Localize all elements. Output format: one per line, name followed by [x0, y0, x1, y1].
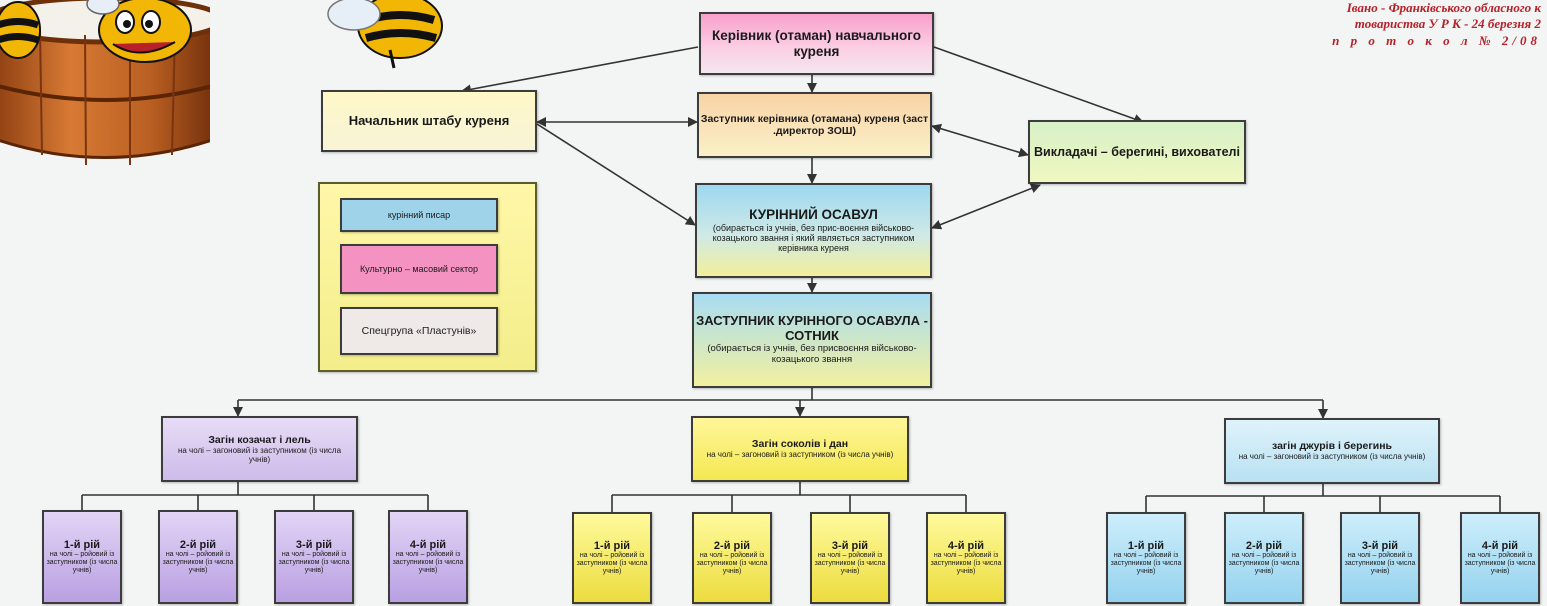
squad-3-3: 3-й рій на чолі – ройовий із заступником…: [1340, 512, 1420, 604]
side-item-scribe-label: курінний писар: [387, 209, 451, 220]
squad-title: 1-й рій: [1127, 539, 1165, 552]
group-node-3: загін джурів і берегинь на чолі – загоно…: [1224, 418, 1440, 484]
squad-sub: на чолі – ройовий із заступником (із чис…: [1110, 552, 1182, 576]
squad-sub: на чолі – ройовий із заступником (із чис…: [696, 552, 768, 576]
squad-2-1: 1-й рій на чолі – ройовий із заступником…: [572, 512, 652, 604]
osavul-sub: (обирається із учнів, без прис-воєння ві…: [712, 222, 915, 254]
protocol-note: Івано - Франківського обласного к товари…: [1332, 0, 1541, 49]
group-node-1: Загін козачат і лель на чолі – загоновий…: [161, 416, 358, 482]
deputy-head-title: Заступник керівника (отамана) куреня (за…: [700, 112, 929, 137]
teachers-title: Викладачі – берегині, вихователі: [1034, 144, 1240, 159]
head-title: Керівник (отаман) навчального куреня: [711, 27, 921, 59]
note-line-3: п р о т о к о л № 2/08: [1332, 32, 1541, 48]
squad-sub: на чолі – ройовий із заступником (із чис…: [576, 552, 648, 576]
osavul-node: КУРІННИЙ ОСАВУЛ (обирається із учнів, бе…: [695, 183, 932, 278]
side-item-scribe: курінний писар: [340, 198, 498, 232]
group-node-2: Загін соколів і дан на чолі – загоновий …: [691, 416, 909, 482]
squad-2-2: 2-й рій на чолі – ройовий із заступником…: [692, 512, 772, 604]
side-item-culture: Культурно – масовий сектор: [340, 244, 498, 294]
side-item-culture-label: Культурно – масовий сектор: [359, 263, 479, 274]
squad-sub: на чолі – ройовий із заступником (із чис…: [1228, 552, 1300, 576]
note-line-1: Івано - Франківського обласного к: [1346, 0, 1541, 15]
squad-sub: на чолі – ройовий із заступником (із чис…: [1344, 552, 1416, 576]
squad-title: 4-й рій: [1481, 539, 1519, 552]
squad-1-1: 1-й рій на чолі – ройовий із заступником…: [42, 510, 122, 604]
group-1-title: Загін козачат і лель: [208, 433, 311, 446]
side-item-plastuny-label: Спецгрупа «Пластунів»: [361, 324, 477, 337]
squad-1-3: 3-й рій на чолі – ройовий із заступником…: [274, 510, 354, 604]
squad-title: 2-й рій: [1245, 539, 1283, 552]
group-1-sub: на чолі – загоновий із заступником (із ч…: [177, 445, 342, 465]
squad-title: 4-й рій: [947, 539, 985, 552]
squad-2-4: 4-й рій на чолі – ройовий із заступником…: [926, 512, 1006, 604]
head-node: Керівник (отаман) навчального куреня: [699, 12, 934, 75]
group-3-sub: на чолі – загоновий із заступником (із ч…: [1238, 452, 1426, 462]
sotnyk-node: ЗАСТУПНИК КУРІННОГО ОСАВУЛА - СОТНИК (об…: [692, 292, 932, 388]
bee-mascot: [327, 0, 443, 69]
squad-sub: на чолі – ройовий із заступником (із чис…: [930, 552, 1002, 576]
bee-mascot: [0, 1, 41, 59]
osavul-title: КУРІННИЙ ОСАВУЛ: [749, 207, 878, 223]
squad-3-4: 4-й рій на чолі – ройовий із заступником…: [1460, 512, 1540, 604]
squad-title: 2-й рій: [179, 538, 217, 551]
chief-of-staff-title: Начальник штабу куреня: [348, 112, 510, 128]
note-line-2: товариства У Р К - 24 березня 2: [1354, 16, 1541, 32]
squad-3-2: 2-й рій на чолі – ройовий із заступником…: [1224, 512, 1304, 604]
sotnyk-sub: (обирається із учнів, без присвоєння вій…: [707, 343, 917, 365]
squad-title: 3-й рій: [831, 539, 869, 552]
sotnyk-title: ЗАСТУПНИК КУРІННОГО ОСАВУЛА - СОТНИК: [696, 313, 928, 344]
squad-title: 1-й рій: [593, 539, 631, 552]
side-item-plastuny: Спецгрупа «Пластунів»: [340, 307, 498, 355]
squad-sub: на чолі – ройовий із заступником (із чис…: [46, 551, 118, 575]
squad-2-3: 3-й рій на чолі – ройовий із заступником…: [810, 512, 890, 604]
squad-sub: на чолі – ройовий із заступником (із чис…: [162, 551, 234, 575]
bee-mascot: ♪: [86, 0, 192, 63]
squad-1-4: 4-й рій на чолі – ройовий із заступником…: [388, 510, 468, 604]
squad-sub: на чолі – ройовий із заступником (із чис…: [814, 552, 886, 576]
teachers-node: Викладачі – берегині, вихователі: [1028, 120, 1246, 184]
group-3-title: загін джурів і берегинь: [1271, 440, 1393, 453]
squad-title: 2-й рій: [713, 539, 751, 552]
squad-title: 1-й рій: [63, 538, 101, 551]
squad-sub: на чолі – ройовий із заступником (із чис…: [278, 551, 350, 575]
squad-sub: на чолі – ройовий із заступником (із чис…: [392, 551, 464, 575]
squad-title: 4-й рій: [409, 538, 447, 551]
group-2-sub: на чолі – загоновий із заступником (із ч…: [706, 450, 894, 460]
group-2-title: Загін соколів і дан: [751, 438, 849, 451]
squad-1-2: 2-й рій на чолі – ройовий із заступником…: [158, 510, 238, 604]
chief-of-staff-node: Начальник штабу куреня: [321, 90, 537, 152]
squad-sub: на чолі – ройовий із заступником (із чис…: [1464, 552, 1536, 576]
squad-title: 3-й рій: [295, 538, 333, 551]
squad-title: 3-й рій: [1361, 539, 1399, 552]
squad-3-1: 1-й рій на чолі – ройовий із заступником…: [1106, 512, 1186, 604]
deputy-head-node: Заступник керівника (отамана) куреня (за…: [697, 92, 932, 158]
